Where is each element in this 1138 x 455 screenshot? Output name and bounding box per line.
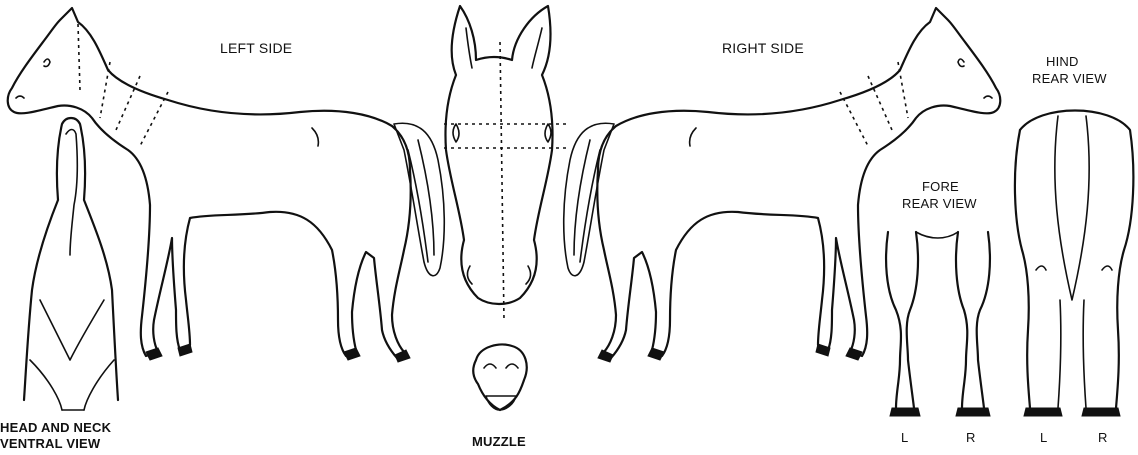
horse-left-side xyxy=(8,8,445,362)
fore-right-hoof xyxy=(956,408,990,416)
fore-rear-label-line1: FORE xyxy=(922,179,959,194)
left-side-label: LEFT SIDE xyxy=(220,40,292,56)
fore-rear-label-line2: REAR VIEW xyxy=(902,196,977,211)
hind-left-hoof xyxy=(1024,408,1062,416)
head-neck-label-line1: HEAD AND NECK xyxy=(0,420,111,435)
fore-left-label: L xyxy=(901,430,908,445)
hind-rear-label-line1: HIND xyxy=(1046,54,1079,69)
muzzle-drawing xyxy=(473,345,526,410)
horse-left-eye xyxy=(44,59,50,67)
head-neck-ventral-drawing xyxy=(24,118,118,410)
horse-left-hoof-4 xyxy=(395,350,410,362)
hind-rear-view-drawing xyxy=(1015,111,1133,417)
horse-left-outline xyxy=(8,8,411,358)
hind-left-label: L xyxy=(1040,430,1047,445)
horse-left-throatlatch xyxy=(78,24,80,90)
fore-left-hoof xyxy=(890,408,920,416)
hind-right-label: R xyxy=(1098,430,1108,445)
horse-left-hoof-1 xyxy=(146,348,162,360)
hind-rear-label-line2: REAR VIEW xyxy=(1032,71,1107,86)
head-front-vertical-line xyxy=(500,42,504,320)
head-neck-label-line2: VENTRAL VIEW xyxy=(0,436,100,451)
horse-left-hoof-3 xyxy=(344,348,360,360)
right-side-label: RIGHT SIDE xyxy=(722,40,804,56)
fore-rear-view-drawing xyxy=(886,232,990,416)
muzzle-label: MUZZLE xyxy=(472,434,526,449)
horse-left-neck-line-3 xyxy=(140,92,168,146)
horse-left-neck-line-1 xyxy=(100,62,110,118)
head-front-view xyxy=(444,6,568,320)
horse-left-shoulder-mark xyxy=(312,128,318,146)
horse-left-nostril xyxy=(16,96,24,98)
hind-right-hoof xyxy=(1082,408,1120,416)
fore-right-label: R xyxy=(966,430,976,445)
horse-left-hoof-2 xyxy=(178,344,192,356)
